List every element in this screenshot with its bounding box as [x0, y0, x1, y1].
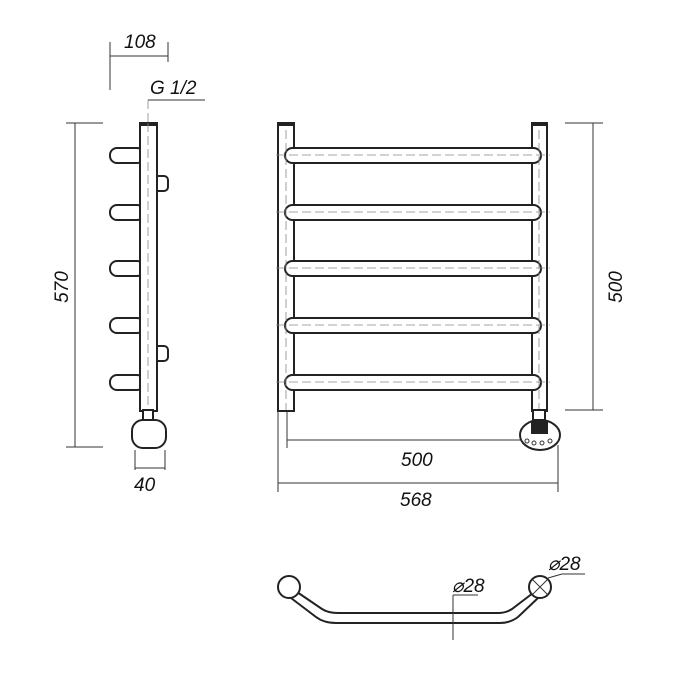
heater-control [519, 419, 561, 451]
front-height-dim-label: 500 [606, 271, 627, 303]
rails [276, 130, 550, 410]
center-distance-dim-label: 500 [401, 450, 433, 471]
front-view: 500 500 568 [276, 122, 627, 511]
heater-width-dim-label: 40 [134, 475, 156, 496]
post-diameter-dim-label: ⌀28 [548, 554, 581, 575]
side-view: 108 G 1/2 570 40 [52, 32, 205, 496]
heater-side [131, 419, 167, 449]
connection-dim-label: G 1/2 [150, 78, 197, 99]
post-left [277, 575, 301, 599]
total-width-dim-label: 568 [400, 490, 432, 511]
depth-dim-label: 108 [124, 32, 156, 53]
height-dim-label: 570 [52, 271, 73, 303]
top-view: ⌀28 ⌀28 [277, 554, 585, 640]
bar-diameter-dim-label: ⌀28 [452, 576, 485, 597]
